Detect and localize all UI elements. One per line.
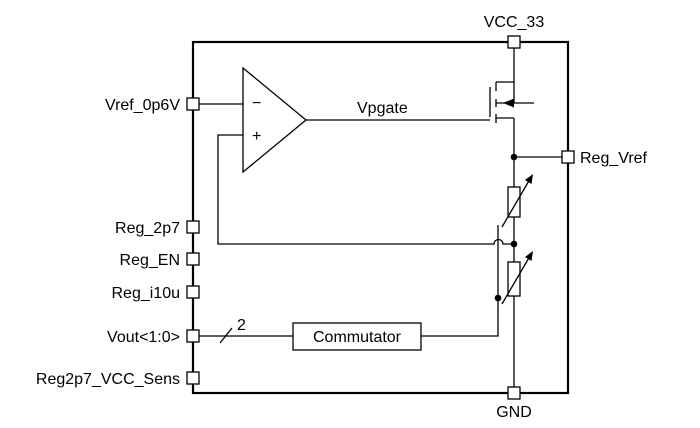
reg-i10u-pin (186, 285, 200, 299)
reg-vref-label: Reg_Vref (580, 150, 648, 167)
reg-sens-label: Reg2p7_VCC_Sens (36, 371, 180, 388)
vcc-pin (507, 35, 521, 49)
opamp-plus-sign: + (252, 128, 261, 145)
bus-slash (219, 327, 233, 344)
vpgate-label: Vpgate (357, 100, 408, 117)
commutator-label: Commutator (313, 329, 402, 346)
reg-2p7-pin (186, 220, 200, 234)
reg-i10u-label: Reg_i10u (112, 285, 181, 302)
variable-resistor-upper (501, 174, 533, 228)
gnd-label: GND (496, 404, 532, 421)
commutator-block (292, 322, 422, 351)
block-outline (191, 40, 570, 395)
commutator-control-wire (421, 225, 499, 337)
reg-sens-pin (186, 371, 200, 385)
feedback-junction (510, 240, 518, 248)
reg-2p7-label: Reg_2p7 (115, 220, 180, 237)
pmos-transistor (489, 81, 534, 123)
opamp-minus-sign: − (252, 95, 261, 112)
vout-pin (186, 329, 200, 343)
reg-vref-junction (510, 153, 518, 161)
error-amplifier: − + (242, 66, 308, 174)
reg-en-label: Reg_EN (120, 252, 180, 269)
feedback-wire (217, 134, 514, 245)
reg-vref-pin (561, 150, 575, 164)
gnd-pin (507, 386, 521, 400)
vref-label: Vref_0p6V (105, 97, 180, 114)
vcc-label: VCC_33 (484, 14, 545, 31)
variable-resistor-lower (501, 251, 533, 305)
vref-pin (186, 97, 200, 111)
vout-label: Vout<1:0> (107, 329, 180, 346)
bus-width-label: 2 (237, 317, 246, 334)
wiper-junction (494, 294, 502, 302)
reg-en-pin (186, 252, 200, 266)
